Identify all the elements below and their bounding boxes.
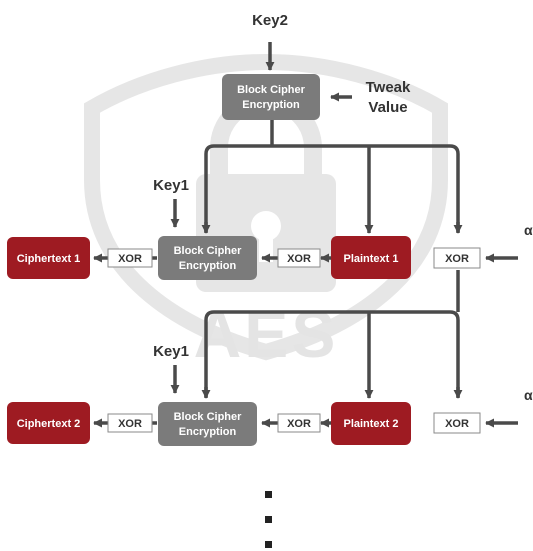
block-cipher-2-box xyxy=(158,402,257,446)
key1-label: Key1 xyxy=(153,343,189,360)
xor-output-1-label: XOR xyxy=(118,253,142,265)
block-cipher-2-line-2: Encryption xyxy=(179,426,237,438)
alpha-2-label: α xyxy=(524,387,533,403)
xor-output-2-box xyxy=(107,413,153,433)
dot xyxy=(265,491,272,498)
xor-output-1-box xyxy=(107,248,153,268)
plaintext-2-box xyxy=(331,402,411,445)
top-block-cipher-line-1: Block Cipher xyxy=(237,84,306,96)
alpha-1-label: α xyxy=(524,222,533,238)
ciphertext-1-box xyxy=(7,237,90,279)
key2-label: Key2 xyxy=(252,12,288,29)
dot xyxy=(265,516,272,523)
tweak-label: Tweak xyxy=(366,79,411,96)
plaintext-1-label: Plaintext 1 xyxy=(343,253,398,265)
shield-icon xyxy=(84,53,448,361)
value-label: Value xyxy=(368,99,407,116)
xor-tweak-1-box xyxy=(433,247,481,269)
continuation-dots xyxy=(265,491,272,548)
ciphertext-2-label: Ciphertext 2 xyxy=(17,418,81,430)
plaintext-1-box xyxy=(331,236,411,279)
block-cipher-1-line-1: Block Cipher xyxy=(174,245,243,257)
xor-input-2-label: XOR xyxy=(287,418,311,430)
dot xyxy=(265,541,272,548)
xor-tweak-1-label: XOR xyxy=(445,253,469,265)
xor-input-1-label: XOR xyxy=(287,253,311,265)
plaintext-2-label: Plaintext 2 xyxy=(343,418,398,430)
row-1: Key1 Ciphertext 1 XOR Block Cipher Encry… xyxy=(7,177,533,280)
block-cipher-1-line-2: Encryption xyxy=(179,260,237,272)
top-section: Key2 Block Cipher Encryption Tweak Value xyxy=(222,12,411,120)
top-block-cipher-box xyxy=(222,74,320,120)
key1-label: Key1 xyxy=(153,177,189,194)
row-2: Key1 Ciphertext 2 XOR Block Cipher Encry… xyxy=(7,343,533,446)
block-cipher-2-line-1: Block Cipher xyxy=(174,411,243,423)
xor-input-1-box xyxy=(277,248,321,268)
xor-tweak-2-box xyxy=(433,412,481,434)
top-block-cipher-line-2: Encryption xyxy=(242,99,300,111)
ciphertext-1-label: Ciphertext 1 xyxy=(17,253,81,265)
xor-output-2-label: XOR xyxy=(118,418,142,430)
watermark-text: AES xyxy=(194,297,339,371)
ciphertext-2-box xyxy=(7,402,90,444)
xor-input-2-box xyxy=(277,413,321,433)
block-cipher-1-box xyxy=(158,236,257,280)
xor-tweak-2-label: XOR xyxy=(445,418,469,430)
connectors xyxy=(93,42,518,428)
